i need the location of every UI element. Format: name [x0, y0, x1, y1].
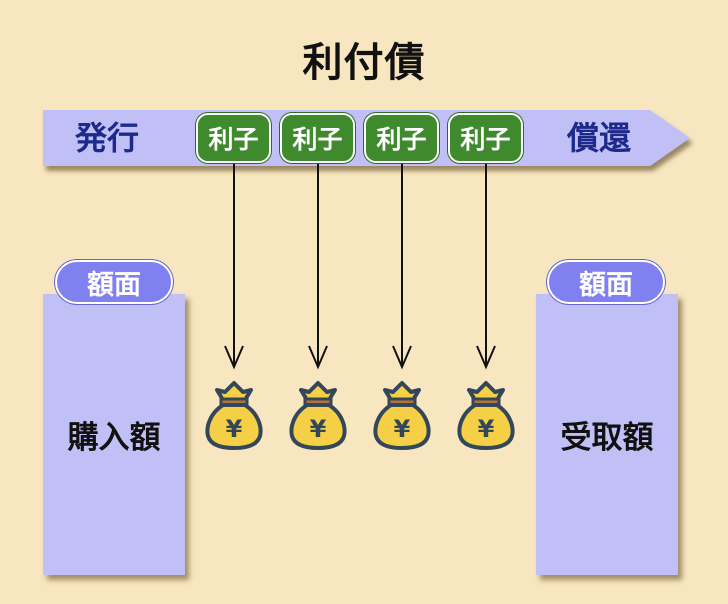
interest-badge: 利子 [196, 113, 271, 163]
yen-symbol: ¥ [310, 415, 327, 443]
interest-arrow [476, 163, 496, 370]
received-amount-label: 受取額 [560, 420, 654, 456]
yen-money-bag-icon: ¥ [457, 381, 515, 450]
yen-symbol: ¥ [478, 415, 495, 443]
interest-badge: 利子 [448, 113, 523, 163]
purchase-amount-label: 購入額 [67, 420, 161, 456]
received-amount-box: 受取額 [536, 294, 678, 575]
interest-badge: 利子 [364, 113, 439, 163]
yen-symbol: ¥ [226, 415, 243, 443]
interest-arrow [308, 163, 328, 370]
issue-label: 発行 [75, 119, 140, 157]
interest-arrow [224, 163, 244, 370]
face-value-tag-right: 額面 [547, 260, 665, 304]
redemption-label: 償還 [567, 119, 632, 157]
purchase-amount-box: 購入額 [43, 294, 185, 575]
yen-money-bag-icon: ¥ [373, 381, 431, 450]
interest-badge: 利子 [280, 113, 355, 163]
diagram-title: 利付債 [302, 40, 426, 86]
face-value-tag-left: 額面 [55, 260, 173, 304]
interest-arrow [392, 163, 412, 370]
yen-symbol: ¥ [394, 415, 411, 443]
yen-money-bag-icon: ¥ [289, 381, 347, 450]
yen-money-bag-icon: ¥ [205, 381, 263, 450]
